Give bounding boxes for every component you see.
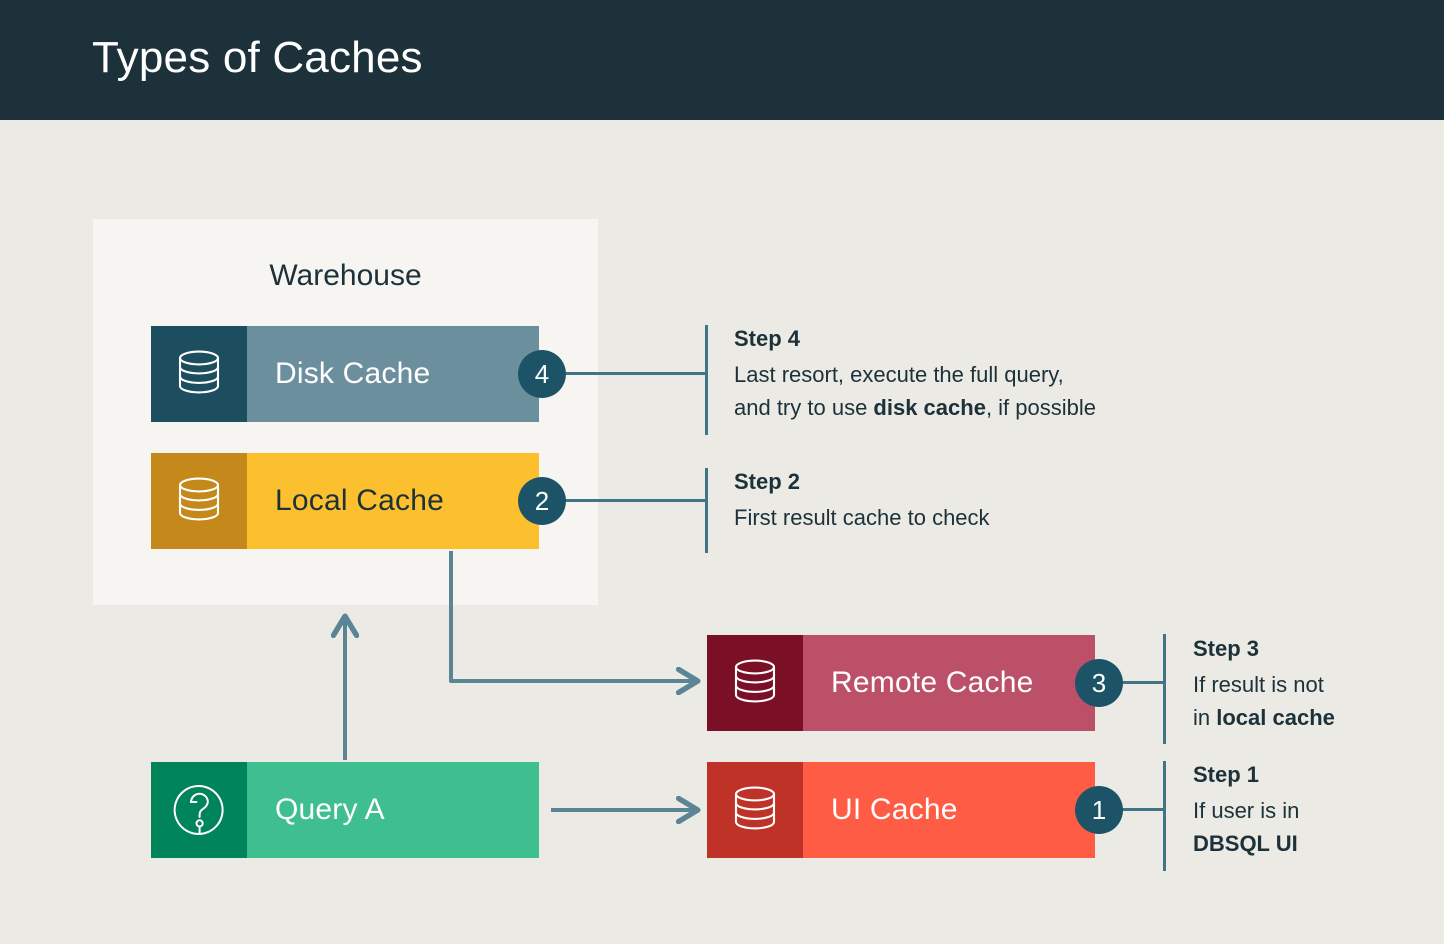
step-3-line-2: in local cache — [1193, 701, 1335, 734]
connector-line-step4 — [560, 372, 706, 375]
step-4-line-1: Last resort, execute the full query, — [734, 362, 1064, 387]
step-1-description: Step 1 If user is in DBSQL UI — [1193, 762, 1299, 860]
bar-label-query-a: Query A — [247, 762, 539, 858]
step-badge-4[interactable]: 4 — [518, 350, 566, 398]
bar-ui-cache[interactable]: UI Cache — [707, 762, 1095, 858]
arrow-local-to-remote — [449, 551, 697, 681]
bar-query-a[interactable]: Query A — [151, 762, 539, 858]
page-header: Types of Caches — [0, 0, 1444, 120]
step-4-line-2-emphasis: disk cache — [873, 395, 986, 420]
step-1-line-2: DBSQL UI — [1193, 827, 1299, 860]
bar-label-disk-cache: Disk Cache — [247, 326, 539, 422]
bar-label-ui-cache: UI Cache — [803, 762, 1095, 858]
database-icon — [707, 762, 803, 858]
step-badge-2[interactable]: 2 — [518, 477, 566, 525]
step-4-line-2-prefix: and try to use — [734, 395, 874, 420]
step-2-description: Step 2 First result cache to check — [734, 469, 990, 534]
bar-remote-cache[interactable]: Remote Cache — [707, 635, 1095, 731]
step-badge-3[interactable]: 3 — [1075, 659, 1123, 707]
connector-divider-step4 — [705, 325, 708, 435]
step-badge-1[interactable]: 1 — [1075, 786, 1123, 834]
step-4-line-2: and try to use disk cache, if possible — [734, 391, 1096, 424]
bar-local-cache[interactable]: Local Cache — [151, 453, 539, 549]
question-circle-icon — [151, 762, 247, 858]
step-2-title: Step 2 — [734, 469, 801, 494]
step-2-line-1: First result cache to check — [734, 505, 990, 530]
step-4-description: Step 4 Last resort, execute the full que… — [734, 326, 1096, 424]
bar-label-remote-cache: Remote Cache — [803, 635, 1095, 731]
bar-disk-cache[interactable]: Disk Cache — [151, 326, 539, 422]
warehouse-label: Warehouse — [269, 259, 422, 292]
step-1-title: Step 1 — [1193, 762, 1260, 787]
step-4-title: Step 4 — [734, 326, 801, 351]
connector-line-step1 — [1117, 808, 1164, 811]
page-title: Types of Caches — [92, 33, 423, 82]
database-icon — [151, 326, 247, 422]
step-3-title: Step 3 — [1193, 636, 1260, 661]
step-3-line-1: If result is not — [1193, 672, 1324, 697]
bar-label-local-cache: Local Cache — [247, 453, 539, 549]
connector-divider-step1 — [1163, 761, 1166, 871]
database-icon — [707, 635, 803, 731]
database-icon — [151, 453, 247, 549]
connector-line-step3 — [1117, 681, 1164, 684]
step-1-line-1: If user is in — [1193, 798, 1300, 823]
step-3-description: Step 3 If result is not in local cache — [1193, 636, 1335, 734]
connector-divider-step3 — [1163, 634, 1166, 744]
connector-line-step2 — [560, 499, 706, 502]
step-3-line-2-prefix: in — [1193, 705, 1217, 730]
step-1-line-2-emphasis: DBSQL UI — [1193, 831, 1298, 856]
connector-divider-step2 — [705, 468, 708, 553]
step-4-line-2-suffix: , if possible — [985, 395, 1096, 420]
step-3-line-2-emphasis: local cache — [1216, 705, 1335, 730]
